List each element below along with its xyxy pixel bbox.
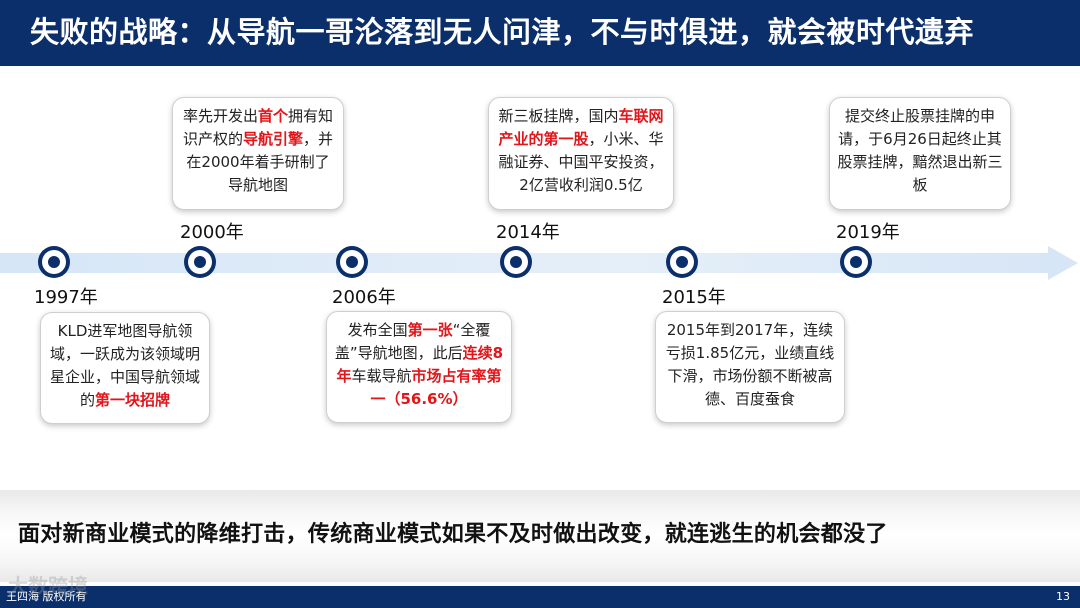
card-text: KLD进军地图导航领域，一跃成为该领域明星企业，中国导航领域的: [49, 322, 200, 409]
card-text: 车载导航: [351, 367, 412, 385]
footer-copyright: 王四海 版权所有: [6, 590, 87, 603]
event-card-2014: 新三板挂牌，国内车联网产业的第一股，小米、华融证券、中国平安投资，2亿营收利润0…: [488, 97, 674, 210]
year-label-2014: 2014年: [496, 222, 560, 243]
timeline-node-2019: [840, 246, 872, 278]
event-card-2019: 提交终止股票挂牌的申请，于6月26日起终止其股票挂牌，黯然退出新三板: [829, 97, 1011, 210]
year-label-2015: 2015年: [662, 287, 726, 308]
card-text: 新三板挂牌，国内: [498, 107, 619, 125]
year-label-2019: 2019年: [836, 222, 900, 243]
card-text: 提交终止股票挂牌的申请，于6月26日起终止其股票挂牌，黯然退出新三板: [837, 107, 1003, 194]
card-text: 发布全国: [347, 321, 408, 339]
card-text: 率先开发出: [182, 107, 258, 125]
timeline-node-2015: [666, 246, 698, 278]
watermark-logo: 大数跨境: [8, 574, 88, 598]
conclusion-text: 面对新商业模式的降维打击，传统商业模式如果不及时做出改变，就连逃生的机会都没了: [18, 522, 888, 547]
year-label-2006: 2006年: [332, 287, 396, 308]
event-card-2000: 率先开发出首个拥有知识产权的导航引擎，并在2000年着手研制了导航地图: [172, 97, 344, 210]
page-number: 13: [1056, 590, 1070, 603]
card-text: 拥有知识产权的: [182, 107, 334, 148]
card-highlight: 连续8年: [336, 344, 504, 385]
page-title: 失败的战略：从导航一哥沦落到无人问津，不与时俱进，就会被时代遗弃: [30, 15, 975, 49]
event-card-2006: 发布全国第一张“全覆盖”导航地图，此后连续8年车载导航市场占有率第一（56.6%…: [326, 311, 512, 423]
year-label-2000: 2000年: [180, 222, 244, 243]
timeline-node-2014: [500, 246, 532, 278]
card-text: 2015年到2017年，连续亏损1.85亿元，业绩直线下滑，市场份额不断被高德、…: [665, 321, 835, 408]
watermark-text: 大数跨境: [8, 574, 88, 598]
card-text: ，小米、华融证券、中国平安投资，2亿营收利润0.5亿: [498, 130, 664, 194]
year-label-1997: 1997年: [34, 287, 98, 308]
conclusion-banner: 面对新商业模式的降维打击，传统商业模式如果不及时做出改变，就连逃生的机会都没了: [0, 490, 1080, 582]
card-highlight: 车联网产业的第一股: [498, 107, 664, 148]
card-text: “全覆盖”导航地图，此后: [334, 321, 491, 362]
card-highlight: 第一块招牌: [95, 391, 171, 409]
event-card-1997: KLD进军地图导航领域，一跃成为该领域明星企业，中国导航领域的第一块招牌: [40, 312, 210, 424]
timeline-node-2006: [336, 246, 368, 278]
timeline-node-2000: [184, 246, 216, 278]
timeline-node-1997: [38, 246, 70, 278]
card-highlight: 市场占有率第一（56.6%）: [370, 367, 502, 408]
title-bar: 失败的战略：从导航一哥沦落到无人问津，不与时俱进，就会被时代遗弃: [0, 0, 1080, 66]
card-highlight: 导航引擎: [242, 130, 303, 148]
timeline-arrow-icon: [1048, 246, 1078, 280]
footer-bar: 王四海 版权所有 13: [0, 586, 1080, 608]
event-card-2015: 2015年到2017年，连续亏损1.85亿元，业绩直线下滑，市场份额不断被高德、…: [655, 311, 845, 423]
card-highlight: 第一张: [407, 321, 453, 339]
card-highlight: 首个: [257, 107, 288, 125]
card-text: ，并在2000年着手研制了导航地图: [186, 130, 334, 194]
